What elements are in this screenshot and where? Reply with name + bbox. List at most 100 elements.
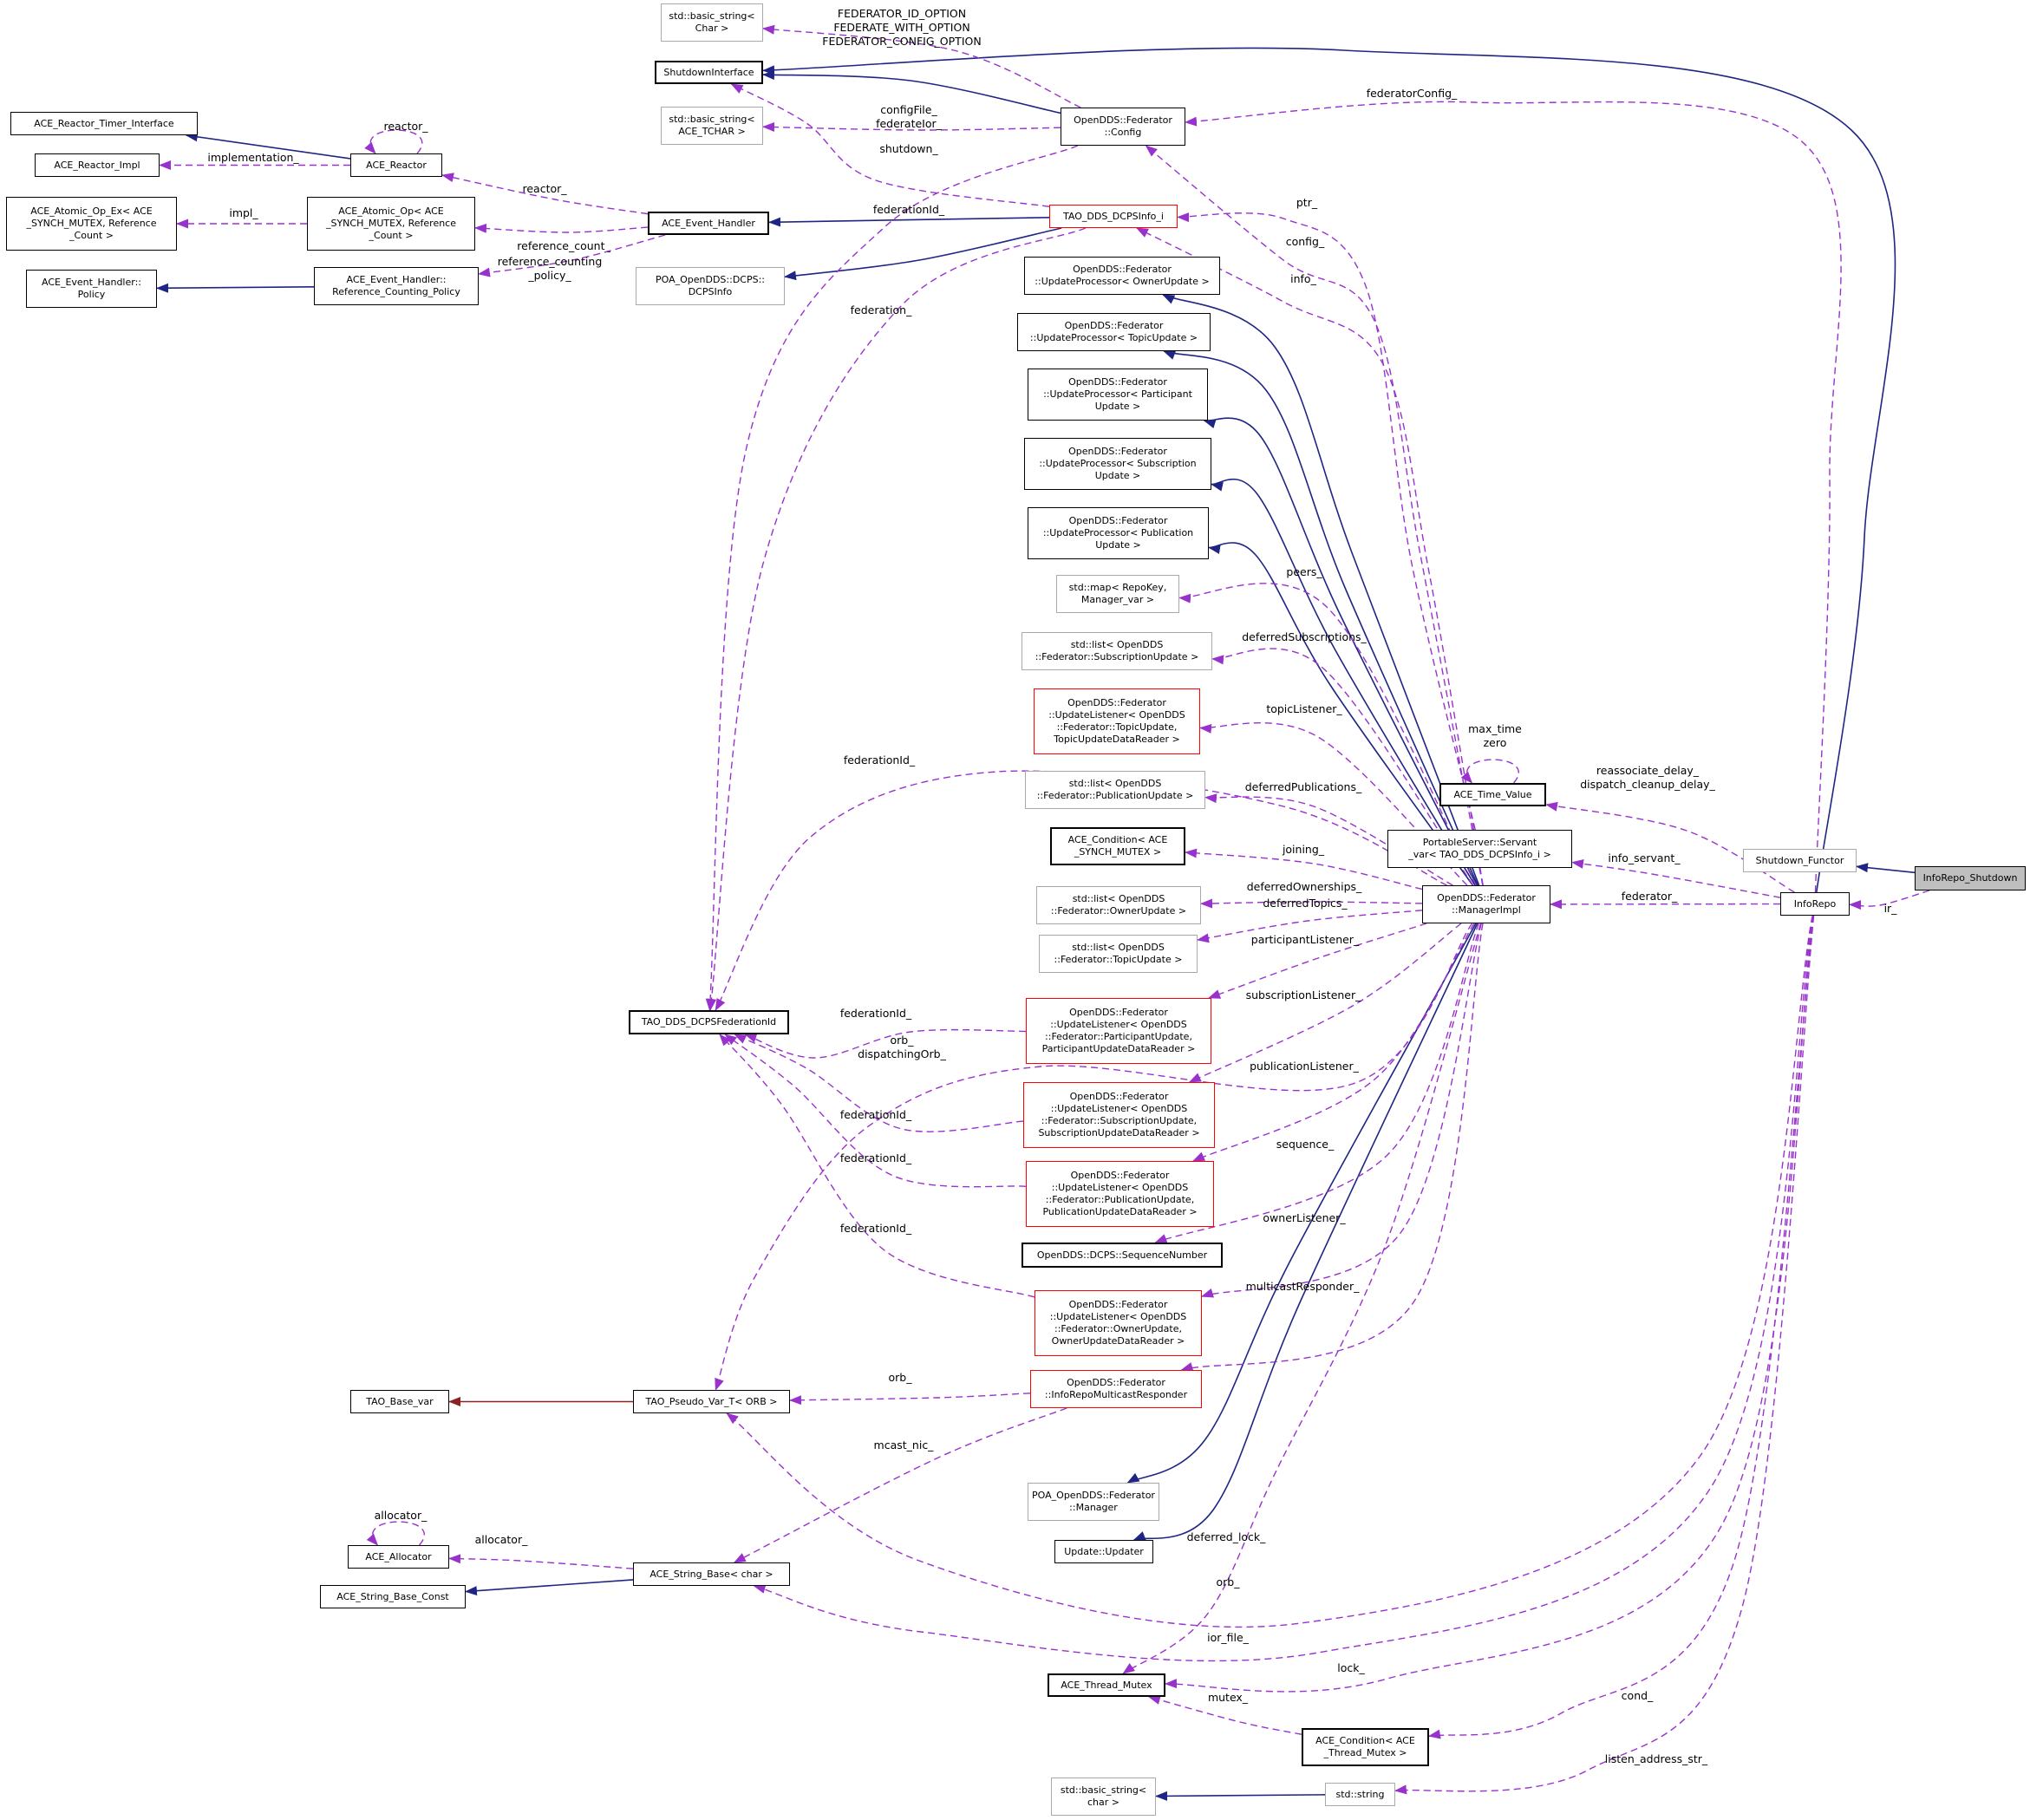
node-dcpsinfo_i[interactable]: TAO_DDS_DCPSInfo_i — [1049, 205, 1178, 228]
node-label-line: ACE_Event_Handler:: — [41, 277, 141, 288]
node-label-line: ::InfoRepoMulticastResponder — [1044, 1389, 1188, 1400]
edge-label-subscriptionlistener-: subscriptionListener_ — [1246, 988, 1362, 1001]
node-label-line: ACE_TCHAR > — [678, 126, 746, 137]
edge-label-reference-count-: reference_count_ — [517, 239, 610, 252]
node-eh_policy[interactable]: ACE_Event_Handler::Policy — [26, 270, 157, 308]
node-label-line: InfoRepo_Shutdown — [1922, 872, 2018, 884]
node-label-line: _SYNCH_MUTEX, Reference — [26, 218, 157, 229]
node-label-line: ACE_Reactor_Impl — [54, 159, 140, 171]
node-pseudo_var[interactable]: TAO_Pseudo_Var_T< ORB > — [633, 1390, 790, 1413]
node-tao_base_var[interactable]: TAO_Base_var — [350, 1390, 449, 1413]
edge-label-ir-: ir_ — [1884, 902, 1898, 915]
edge-label-implementation-: implementation_ — [207, 151, 299, 164]
node-multicast_responder[interactable]: OpenDDS::Federator::InfoRepoMulticastRes… — [1030, 1370, 1202, 1408]
node-string_base[interactable]: ACE_String_Base< char > — [633, 1562, 790, 1586]
node-ul_pub[interactable]: OpenDDS::Federator::UpdateListener< Open… — [1026, 1161, 1214, 1227]
node-manager_impl[interactable]: OpenDDS::Federator::ManagerImpl — [1422, 885, 1550, 923]
node-seq_num[interactable]: OpenDDS::DCPS::SequenceNumber — [1022, 1243, 1223, 1268]
node-reactor_impl[interactable]: ACE_Reactor_Impl — [35, 153, 160, 177]
node-label-line: ::UpdateListener< OpenDDS — [1048, 709, 1185, 721]
node-map_repokey[interactable]: std::map< RepoKey,Manager_var > — [1056, 575, 1179, 613]
node-atomic_op_ex[interactable]: ACE_Atomic_Op_Ex< ACE_SYNCH_MUTEX, Refer… — [6, 197, 177, 251]
node-label-line: ::ManagerImpl — [1452, 904, 1521, 916]
edge-label-joining-: joining_ — [1282, 843, 1325, 856]
edge-label-deferred-lock-: deferred_lock_ — [1187, 1530, 1267, 1543]
node-fedid[interactable]: TAO_DDS_DCPSFederationId — [629, 1010, 789, 1034]
node-list_pub[interactable]: std::list< OpenDDS::Federator::Publicati… — [1025, 771, 1205, 809]
node-label-line: ACE_Reactor_Timer_Interface — [34, 117, 174, 129]
node-shutdown_iface[interactable]: ShutdownInterface — [655, 61, 763, 84]
node-label-line: ACE_String_Base< char > — [649, 1568, 773, 1580]
edge-string_base-string_base_const — [465, 1579, 634, 1596]
node-poa_dcpsinfo[interactable]: POA_OpenDDS::DCPS::DCPSInfo — [636, 267, 785, 305]
node-up_subscription[interactable]: OpenDDS::Federator::UpdateProcessor< Sub… — [1024, 438, 1211, 490]
node-label-line: ::Federator::TopicUpdate > — [1054, 954, 1183, 965]
node-ul_topic[interactable]: OpenDDS::Federator::UpdateListener< Open… — [1034, 688, 1200, 754]
node-ul_participant[interactable]: OpenDDS::Federator::UpdateListener< Open… — [1026, 998, 1211, 1064]
node-label-line: Manager_var > — [1080, 594, 1155, 605]
edge-dcpsinfo_i-event_handler — [768, 216, 1050, 227]
node-atomic_op[interactable]: ACE_Atomic_Op< ACE_SYNCH_MUTEX, Referenc… — [307, 197, 475, 251]
edge-label-info-servant-: info_servant_ — [1608, 851, 1681, 864]
node-label-line: OpenDDS::Federator — [1073, 264, 1172, 275]
node-list_sub[interactable]: std::list< OpenDDS::Federator::Subscript… — [1022, 632, 1212, 670]
node-label-line: ACE_Atomic_Op< ACE — [338, 205, 444, 217]
node-label-line: std::list< OpenDDS — [1072, 893, 1165, 904]
node-allocator[interactable]: ACE_Allocator — [348, 1545, 449, 1569]
node-list_topic[interactable]: std::list< OpenDDS::Federator::TopicUpda… — [1039, 935, 1198, 973]
node-bs_tchar[interactable]: std::basic_string<ACE_TCHAR > — [661, 107, 763, 145]
node-cond_thread[interactable]: ACE_Condition< ACE_Thread_Mutex > — [1302, 1728, 1429, 1766]
node-up_publication[interactable]: OpenDDS::Federator::UpdateProcessor< Pub… — [1028, 507, 1209, 559]
node-cond_sync[interactable]: ACE_Condition< ACE_SYNCH_MUTEX > — [1050, 827, 1185, 865]
node-label-line: char > — [1087, 1797, 1119, 1808]
edge-manager_impl-ul_participant — [1208, 923, 1427, 999]
node-up_owner[interactable]: OpenDDS::Federator::UpdateProcessor< Own… — [1024, 257, 1220, 295]
node-label-line: TAO_DDS_DCPSFederationId — [641, 1016, 777, 1027]
node-string_base_const[interactable]: ACE_String_Base_Const — [320, 1585, 466, 1608]
edge-label-multicastresponder-: multicastResponder_ — [1246, 1280, 1360, 1293]
node-bs_char[interactable]: std::basic_string<char > — [1051, 1778, 1156, 1816]
edge-manager_impl-updater — [1132, 923, 1478, 1541]
edge-inforepo-shutdown_iface — [762, 47, 1896, 893]
node-updater[interactable]: Update::Updater — [1054, 1540, 1153, 1563]
node-label-line: OpenDDS::Federator — [1064, 320, 1164, 331]
node-label-line: Shutdown_Functor — [1755, 854, 1844, 866]
node-config[interactable]: OpenDDS::Federator::Config — [1061, 108, 1185, 146]
node-bs_char_t[interactable]: std::basic_string<Char > — [661, 3, 763, 42]
node-up_participant[interactable]: OpenDDS::Federator::UpdateProcessor< Par… — [1028, 369, 1208, 421]
node-servant_var[interactable]: PortableServer::Servant_var< TAO_DDS_DCP… — [1387, 830, 1572, 868]
node-poa_fed_manager[interactable]: POA_OpenDDS::Federator::Manager — [1028, 1483, 1159, 1521]
edge-label-deferredtopics-: deferredTopics_ — [1263, 897, 1348, 910]
edge-inforepo-std_string — [1394, 915, 1815, 1795]
node-time_value[interactable]: ACE_Time_Value — [1439, 783, 1546, 806]
edge-time_value-self — [1460, 759, 1519, 784]
node-eh_rcp[interactable]: ACE_Event_Handler::Reference_Counting_Po… — [314, 267, 479, 305]
node-reactor[interactable]: ACE_Reactor — [350, 153, 442, 177]
node-label-line: ACE_Condition< ACE — [1067, 834, 1168, 845]
node-label-line: _SYNCH_MUTEX > — [1074, 846, 1162, 858]
node-label-line: std::list< OpenDDS — [1070, 639, 1164, 650]
edge-manager_impl-ul_pub — [1192, 923, 1475, 1162]
node-shutdown_functor[interactable]: Shutdown_Functor — [1743, 849, 1857, 872]
edge-manager_impl-ul_sub — [1188, 923, 1462, 1083]
node-ul_sub[interactable]: OpenDDS::Federator::UpdateListener< Open… — [1023, 1082, 1215, 1148]
edge-config-bs_char_t — [762, 24, 1081, 108]
node-event_handler[interactable]: ACE_Event_Handler — [648, 212, 769, 235]
node-ul_owner[interactable]: OpenDDS::Federator::UpdateListener< Open… — [1035, 1290, 1202, 1356]
edge-ul_pub-fedid — [724, 1034, 1027, 1188]
edge-label-federationid-: federationId_ — [873, 203, 945, 216]
node-up_topic[interactable]: OpenDDS::Federator::UpdateProcessor< Top… — [1017, 313, 1211, 351]
edge-manager_impl-up_topic — [1163, 350, 1478, 886]
edge-manager_impl-dcpsinfo_i — [1135, 227, 1484, 886]
edge-label-lock-: lock_ — [1337, 1661, 1365, 1674]
node-inforepo[interactable]: InfoRepo — [1780, 892, 1850, 916]
node-label-line: Reference_Counting_Policy — [332, 286, 460, 297]
edge-allocator-self — [366, 1521, 425, 1546]
node-inforepo_shutdown[interactable]: InfoRepo_Shutdown — [1915, 866, 2026, 890]
node-reactor_timer[interactable]: ACE_Reactor_Timer_Interface — [10, 112, 198, 135]
node-thread_mutex[interactable]: ACE_Thread_Mutex — [1048, 1673, 1165, 1697]
node-std_string[interactable]: std::string — [1325, 1783, 1395, 1806]
node-list_owner[interactable]: std::list< OpenDDS::Federator::OwnerUpda… — [1036, 886, 1201, 924]
edge-config-bs_tchar — [762, 122, 1061, 133]
node-label-line: Update > — [1095, 539, 1141, 551]
